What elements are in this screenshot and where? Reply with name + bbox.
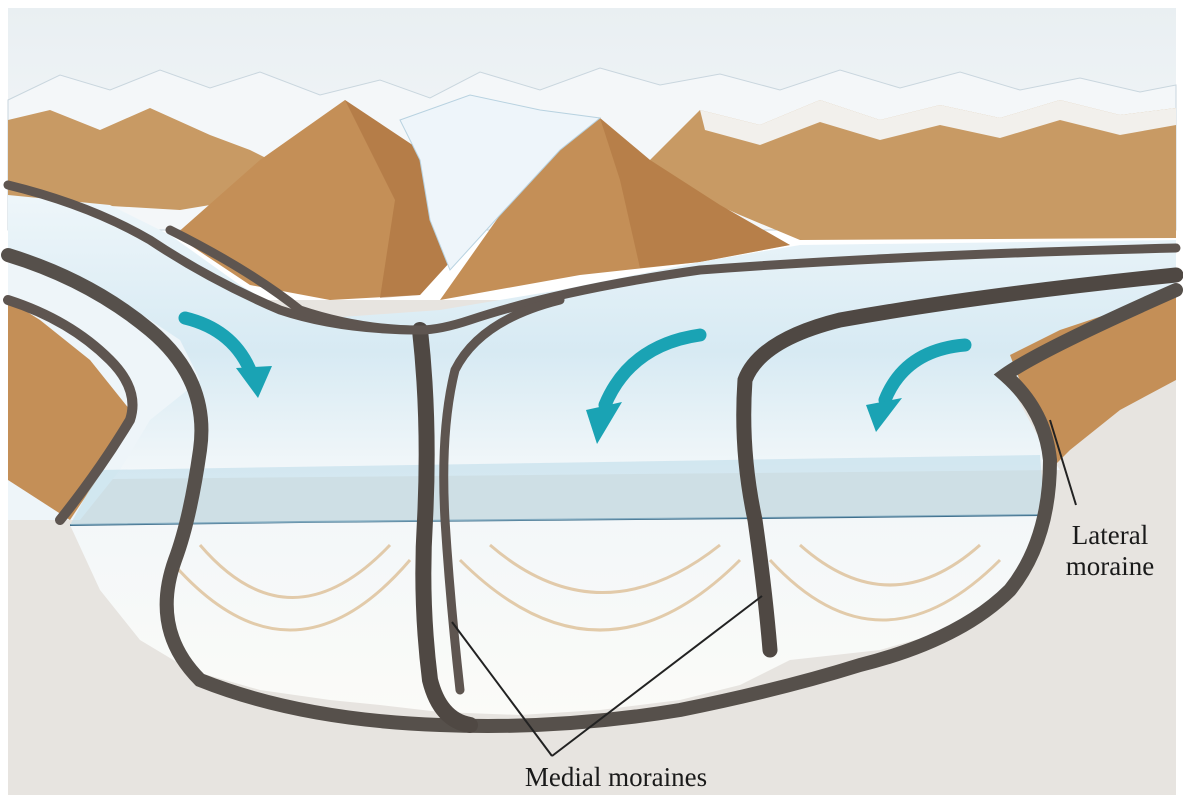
- lateral-label-line2: moraine: [1040, 551, 1180, 582]
- medial-moraines-label: Medial moraines: [466, 762, 766, 793]
- lateral-label-line1: Lateral: [1040, 520, 1180, 551]
- lateral-moraine-label: Lateral moraine: [1040, 520, 1180, 582]
